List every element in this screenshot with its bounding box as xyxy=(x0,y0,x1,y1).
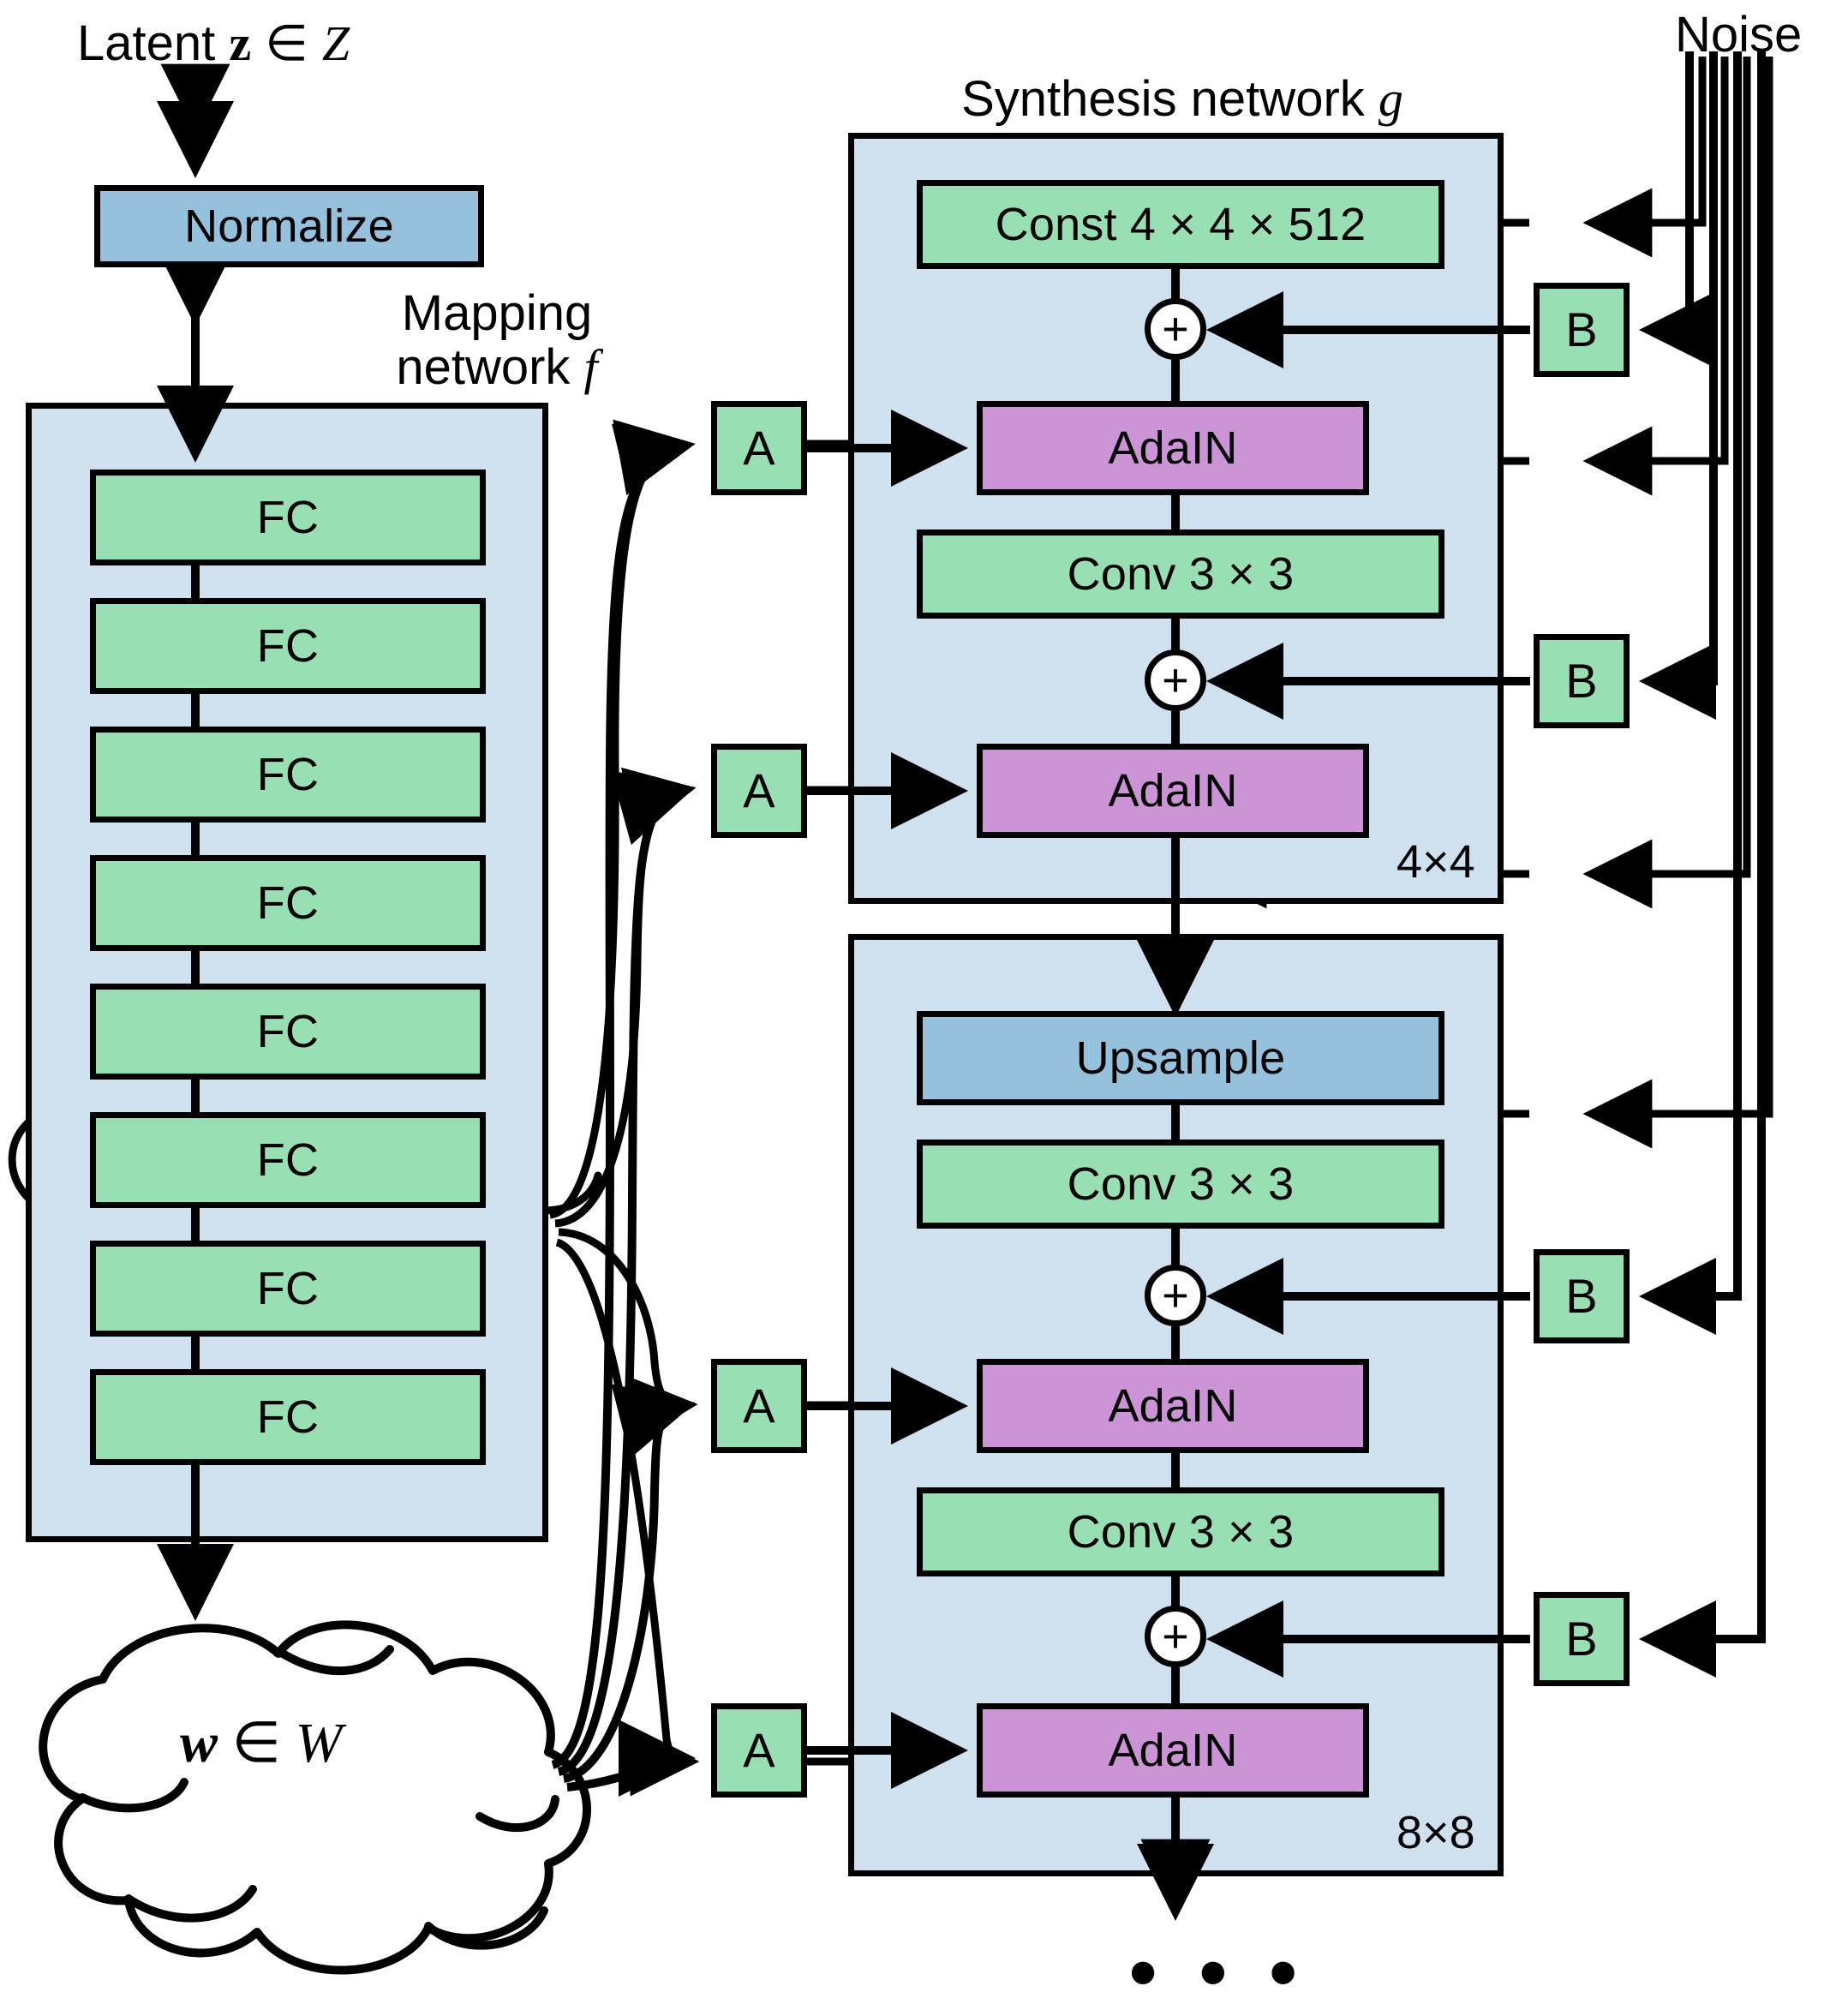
resolution-tag-4x4: 4×4 xyxy=(1396,835,1475,888)
conv-label: Conv 3 × 3 xyxy=(1067,548,1295,600)
fc-block-5[interactable]: FC xyxy=(90,984,486,1080)
plus-icon: + xyxy=(1162,303,1189,355)
mapping-network-label: Mapping network f xyxy=(368,285,625,395)
resolution-tag-8x8: 8×8 xyxy=(1396,1806,1475,1859)
conv-label: Conv 3 × 3 xyxy=(1067,1506,1295,1558)
fc-label: FC xyxy=(256,1134,320,1186)
resolution-4x4-label: 4×4 xyxy=(1396,836,1475,888)
const-block[interactable]: Const 4 × 4 × 512 xyxy=(917,180,1444,269)
fc-block-7[interactable]: FC xyxy=(90,1241,486,1337)
continuation-ellipsis: • • • xyxy=(1129,1928,1307,2016)
fc-label: FC xyxy=(256,749,320,800)
upsample-label: Upsample xyxy=(1075,1032,1286,1084)
affine-label: A xyxy=(743,421,775,475)
fc-label: FC xyxy=(256,1391,320,1443)
upsample-block[interactable]: Upsample xyxy=(917,1011,1444,1105)
noise-block-label: B xyxy=(1565,1612,1598,1666)
adain-block-4[interactable]: AdaIN xyxy=(977,1703,1369,1798)
conv-block-2[interactable]: Conv 3 × 3 xyxy=(917,1140,1444,1229)
noise-label: Noise xyxy=(1675,7,1803,63)
const-label: Const 4 × 4 × 512 xyxy=(995,199,1367,250)
affine-label: A xyxy=(743,1723,775,1777)
noise-block-label: B xyxy=(1565,654,1598,708)
fc-label: FC xyxy=(256,1006,320,1057)
latent-input-label: Latent z ∈ Z xyxy=(77,15,350,71)
adain-block-2[interactable]: AdaIN xyxy=(977,744,1369,838)
latent-prefix: Latent xyxy=(77,15,230,71)
w-space-symbol: W xyxy=(295,1712,343,1774)
fc-block-3[interactable]: FC xyxy=(90,727,486,823)
affine-block-A-2[interactable]: A xyxy=(711,744,807,838)
latent-vector-symbol: z xyxy=(229,15,252,71)
fc-label: FC xyxy=(256,877,320,929)
normalize-block[interactable]: Normalize xyxy=(94,185,484,267)
noise-text: Noise xyxy=(1675,7,1803,63)
add-node-4[interactable]: + xyxy=(1145,1606,1206,1667)
w-space-label: w ∈ W xyxy=(180,1709,343,1776)
adain-block-1[interactable]: AdaIN xyxy=(977,401,1369,495)
fc-block-1[interactable]: FC xyxy=(90,470,486,565)
latent-space-symbol: Z xyxy=(321,15,350,71)
synthesis-network-text: Synthesis network xyxy=(961,71,1379,127)
noise-block-B-1[interactable]: B xyxy=(1534,283,1630,377)
ellipsis-text: • • • xyxy=(1129,1929,1307,2016)
affine-block-A-1[interactable]: A xyxy=(711,401,807,495)
conv-block-3[interactable]: Conv 3 × 3 xyxy=(917,1487,1444,1576)
adain-label: AdaIN xyxy=(1108,1380,1238,1432)
conv-block-1[interactable]: Conv 3 × 3 xyxy=(917,529,1444,619)
latent-element-of: ∈ xyxy=(251,15,322,71)
fc-block-6[interactable]: FC xyxy=(90,1112,486,1208)
adain-label: AdaIN xyxy=(1108,765,1238,817)
fc-block-2[interactable]: FC xyxy=(90,598,486,694)
fc-label: FC xyxy=(256,492,320,543)
conv-label: Conv 3 × 3 xyxy=(1067,1158,1295,1210)
plus-icon: + xyxy=(1162,655,1189,706)
mapping-network-symbol: f xyxy=(583,338,598,395)
mapping-network-line1: Mapping xyxy=(401,285,593,341)
fc-label: FC xyxy=(256,620,320,672)
noise-block-label: B xyxy=(1565,1269,1598,1323)
noise-block-B-2[interactable]: B xyxy=(1534,634,1630,728)
plus-icon: + xyxy=(1162,1270,1189,1321)
synthesis-network-label: Synthesis network g xyxy=(857,71,1508,127)
w-vector-symbol: w xyxy=(180,1712,218,1774)
affine-block-A-4[interactable]: A xyxy=(711,1703,807,1798)
fc-block-4[interactable]: FC xyxy=(90,855,486,951)
add-node-2[interactable]: + xyxy=(1145,649,1206,711)
fc-label: FC xyxy=(256,1263,320,1314)
add-node-3[interactable]: + xyxy=(1145,1265,1206,1326)
adain-block-3[interactable]: AdaIN xyxy=(977,1359,1369,1453)
mapping-network-line2: network xyxy=(396,338,571,395)
adain-label: AdaIN xyxy=(1108,422,1238,474)
adain-label: AdaIN xyxy=(1108,1725,1238,1776)
fc-block-8[interactable]: FC xyxy=(90,1369,486,1465)
add-node-1[interactable]: + xyxy=(1145,298,1206,360)
mapping-network-panel xyxy=(26,403,548,1542)
normalize-label: Normalize xyxy=(184,200,394,252)
noise-block-label: B xyxy=(1565,302,1598,356)
plus-icon: + xyxy=(1162,1611,1189,1662)
affine-block-A-3[interactable]: A xyxy=(711,1359,807,1453)
resolution-8x8-label: 8×8 xyxy=(1396,1807,1475,1858)
affine-label: A xyxy=(743,763,775,817)
synthesis-network-symbol: g xyxy=(1378,71,1403,127)
w-element-of: ∈ xyxy=(218,1712,296,1774)
affine-label: A xyxy=(743,1379,775,1433)
noise-block-B-3[interactable]: B xyxy=(1534,1249,1630,1343)
noise-block-B-4[interactable]: B xyxy=(1534,1592,1630,1686)
